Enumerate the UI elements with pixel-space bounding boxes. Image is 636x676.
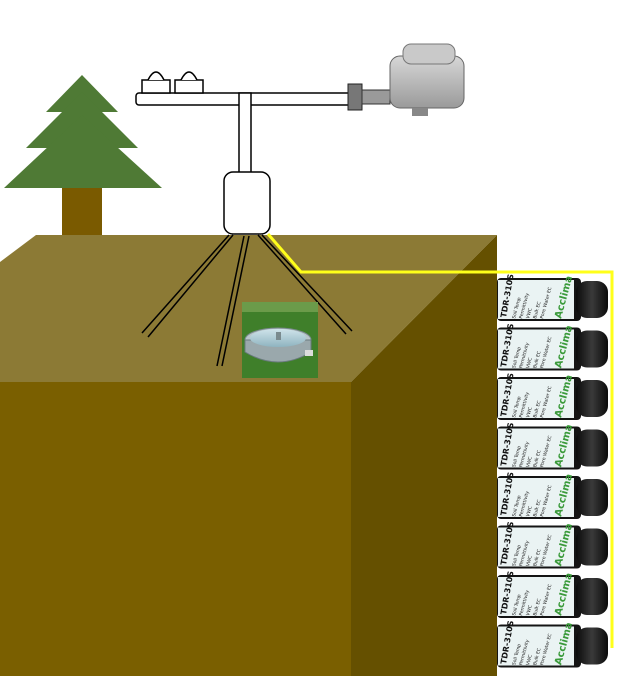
sensor-spec-line: VWC — [525, 357, 534, 369]
sensor-label-bg — [498, 527, 574, 567]
sensor-cap — [576, 330, 608, 368]
sensor-cap — [576, 380, 608, 417]
tree-foliage-bottom — [4, 115, 162, 188]
sensor-spec-line: Bulk EC — [532, 499, 542, 518]
sensor-spec-line: Soil Temp — [511, 495, 523, 518]
sensor-spec-line: VWC — [525, 555, 534, 567]
rain-gauge-icon — [242, 302, 318, 378]
sensor-label-bg — [498, 478, 574, 517]
sensor-label-bg — [498, 626, 574, 666]
weather-sensor-head — [389, 43, 465, 116]
sensor-spec-line: Bulk EC — [532, 301, 542, 320]
sensor-cable — [266, 233, 614, 648]
sensor-spec-line: Bulk EC — [532, 449, 542, 468]
weather-station-icon — [135, 43, 465, 367]
sensor-cap — [576, 578, 608, 615]
soil-front-face — [0, 382, 352, 676]
sensor-spec-line: VWC — [525, 406, 534, 418]
sensor-spec-line: VWC — [525, 307, 534, 319]
sensor-cap — [576, 429, 608, 467]
station-bracket — [347, 83, 363, 111]
sensor-spec-line: Soil Temp — [511, 544, 523, 567]
sensor-label-bg — [498, 329, 574, 369]
sensor-spec-line: Bulk EC — [532, 548, 542, 567]
sensor-cap — [576, 528, 608, 566]
sensor-spec-line: VWC — [525, 604, 534, 616]
station-mast — [238, 92, 252, 178]
sensor-cap — [576, 627, 608, 665]
sensor-cap — [576, 479, 608, 516]
sensor-label-bg — [498, 428, 574, 468]
pyranometer-small-2 — [174, 71, 204, 94]
sensor-spec-line: Soil Temp — [511, 445, 523, 468]
sensor-label-bg — [498, 280, 574, 319]
sensor-spec-line: Soil Temp — [511, 346, 523, 369]
sensor-spec-line: Bulk EC — [532, 647, 542, 666]
sensor-cap — [576, 281, 608, 318]
sensor-spec-line: Soil Temp — [511, 396, 523, 419]
sensor-spec-line: VWC — [525, 456, 534, 468]
sensor-spec-line: Bulk EC — [532, 350, 542, 369]
tree-icon — [4, 75, 162, 238]
station-tripod-legs — [141, 234, 353, 367]
station-logger-box — [223, 171, 271, 235]
sensor-label-bg — [498, 577, 574, 616]
sensor-spec-line: Soil Temp — [511, 643, 523, 666]
soil-block — [0, 235, 497, 676]
sensor-spec-line: Soil Temp — [511, 594, 523, 617]
soil-side-face — [351, 235, 497, 676]
sensor-label-bg — [498, 379, 574, 418]
pyranometer-small-1 — [141, 71, 171, 94]
sensor-spec-line: VWC — [525, 505, 534, 517]
sensor-spec-line: Bulk EC — [532, 400, 542, 419]
sensor-spec-line: Bulk EC — [532, 598, 542, 617]
sensor-spec-line: Soil Temp — [511, 297, 523, 320]
sensor-spec-line: VWC — [525, 654, 534, 666]
